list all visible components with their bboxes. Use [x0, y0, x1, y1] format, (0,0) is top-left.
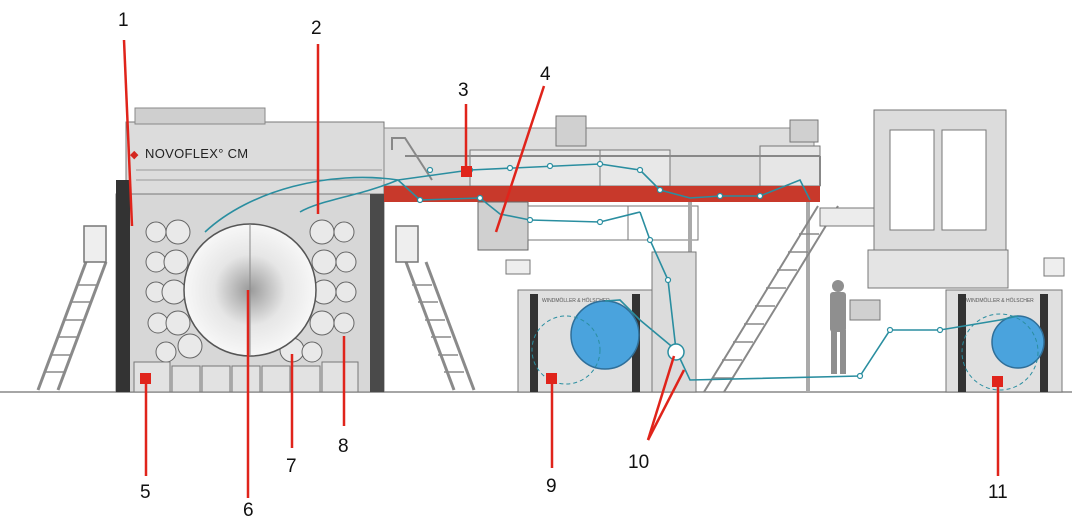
print-decks-left: [145, 219, 203, 363]
top-housing-cap: [134, 107, 266, 125]
brand-logo-icon: ◆: [130, 149, 139, 161]
callout-label-7: 7: [286, 456, 297, 477]
callout-line-10b: [646, 369, 686, 441]
unwind-roll: [570, 300, 640, 370]
conveyor-beam: [384, 186, 820, 202]
callout-label-5: 5: [140, 482, 151, 503]
callout-labels: 1 2 3 4 5 6 7 8 9 10 11: [118, 10, 1008, 519]
brand-label: NOVOFLEX° CM: [145, 146, 248, 161]
unwinder-badge: WINDMÖLLER & HÖLSCHER: [542, 297, 610, 304]
web-guide-tower: [651, 251, 697, 393]
staircase: [703, 205, 839, 393]
callout-marker-3: [461, 166, 472, 177]
callout-label-2: 2: [311, 18, 322, 39]
callout-label-3: 3: [458, 80, 469, 101]
callout-label-8: 8: [338, 436, 349, 457]
right-frame-post: [370, 194, 384, 392]
right-ladder: [395, 225, 476, 391]
callout-marker-9: [546, 373, 557, 384]
callout-label-1: 1: [118, 10, 129, 31]
left-ladder: [36, 225, 108, 391]
callout-label-10: 10: [628, 452, 649, 473]
callout-marker-11: [992, 376, 1003, 387]
dryer-tunnel: [383, 115, 839, 393]
callout-line-4: [494, 85, 546, 233]
printing-unit: ◆ NOVOFLEX° CM: [36, 107, 476, 393]
bottom-cabinets: [133, 361, 359, 393]
print-decks-right: [279, 219, 357, 363]
left-frame-post: [116, 180, 130, 392]
rewind-roll: [991, 315, 1045, 369]
callout-label-11: 11: [988, 482, 1008, 503]
dancer-roller: [667, 343, 685, 361]
top-housing: [125, 121, 385, 195]
callout-line-1: [122, 39, 134, 227]
callout-label-4: 4: [540, 64, 551, 85]
callout-label-6: 6: [243, 500, 254, 519]
callout-marker-5: [140, 373, 151, 384]
operator-figure: [830, 280, 846, 374]
unwinder: WINDMÖLLER & HÖLSCHER: [505, 259, 653, 393]
callout-markers: [140, 166, 1003, 387]
callout-line-10a: [646, 355, 676, 441]
callouts: [122, 39, 1000, 498]
callout-label-9: 9: [546, 476, 557, 497]
rewinder: WINDMÖLLER & HÖLSCHER: [819, 109, 1065, 393]
tunnel-railing: [391, 137, 821, 186]
rewinder-badge: WINDMÖLLER & HÖLSCHER: [966, 297, 1034, 304]
